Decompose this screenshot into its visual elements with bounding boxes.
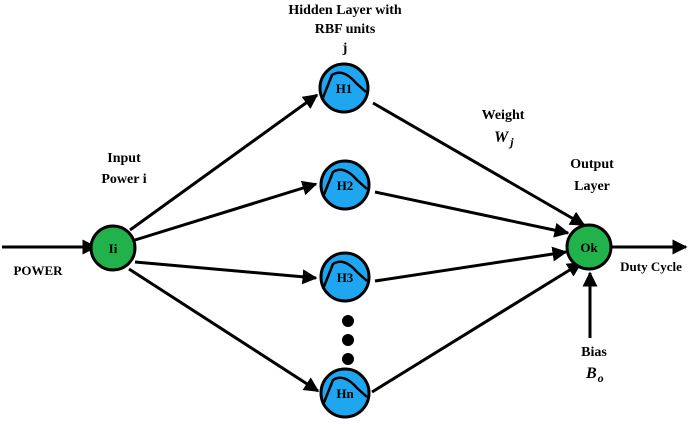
hidden-node-h3: H3 xyxy=(319,251,371,303)
edge-input-h3 xyxy=(134,260,318,285)
edge-input-hn xyxy=(128,267,320,393)
svg-text:j: j xyxy=(342,41,348,56)
input-title: Input Power i xyxy=(101,151,146,187)
ellipsis-dots xyxy=(342,315,354,365)
h1-label: H1 xyxy=(336,81,353,96)
rbf-curve-icon xyxy=(321,376,368,406)
edge-input-h1 xyxy=(129,93,319,232)
bias-label: Bias Bo xyxy=(581,345,607,385)
rbf-curve-icon xyxy=(321,168,368,198)
svg-text:Weight: Weight xyxy=(482,108,525,123)
h3-label: H3 xyxy=(337,270,354,285)
svg-text:Bias: Bias xyxy=(581,345,607,360)
rbf-curve-icon xyxy=(320,71,367,101)
hidden-node-h2: H2 xyxy=(319,159,371,211)
edge-h1-output xyxy=(372,101,586,227)
edge-input-h2 xyxy=(134,180,318,242)
svg-text:Layer: Layer xyxy=(574,179,610,194)
output-node: Ok xyxy=(565,223,613,271)
hidden-layer-title: Hidden Layer with RBF units j xyxy=(288,3,402,56)
input-node-label: Ii xyxy=(109,241,118,256)
output-node-label: Ok xyxy=(580,240,598,255)
svg-text:Input: Input xyxy=(107,151,141,166)
svg-text:RBF units: RBF units xyxy=(315,22,376,37)
power-label: POWER xyxy=(13,263,63,278)
svg-text:Output: Output xyxy=(570,157,614,172)
svg-text:Hidden Layer with: Hidden Layer with xyxy=(288,3,402,18)
input-node: Ii xyxy=(89,224,137,272)
hidden-node-hn: Hn xyxy=(319,367,371,419)
h2-label: H2 xyxy=(337,178,354,193)
svg-text:Bo: Bo xyxy=(585,365,604,385)
edge-h2-output xyxy=(374,190,570,238)
edge-hn-output xyxy=(371,261,583,394)
edge-h3-output xyxy=(374,246,568,283)
rbf-curve-icon xyxy=(321,260,368,290)
duty-cycle-label: Duty Cycle xyxy=(620,259,682,274)
hn-label: Hn xyxy=(336,386,354,401)
hidden-node-h1: H1 xyxy=(318,62,370,114)
svg-text:Wj: Wj xyxy=(494,129,514,149)
svg-text:Power i: Power i xyxy=(101,172,146,187)
output-title: Output Layer xyxy=(570,157,614,194)
